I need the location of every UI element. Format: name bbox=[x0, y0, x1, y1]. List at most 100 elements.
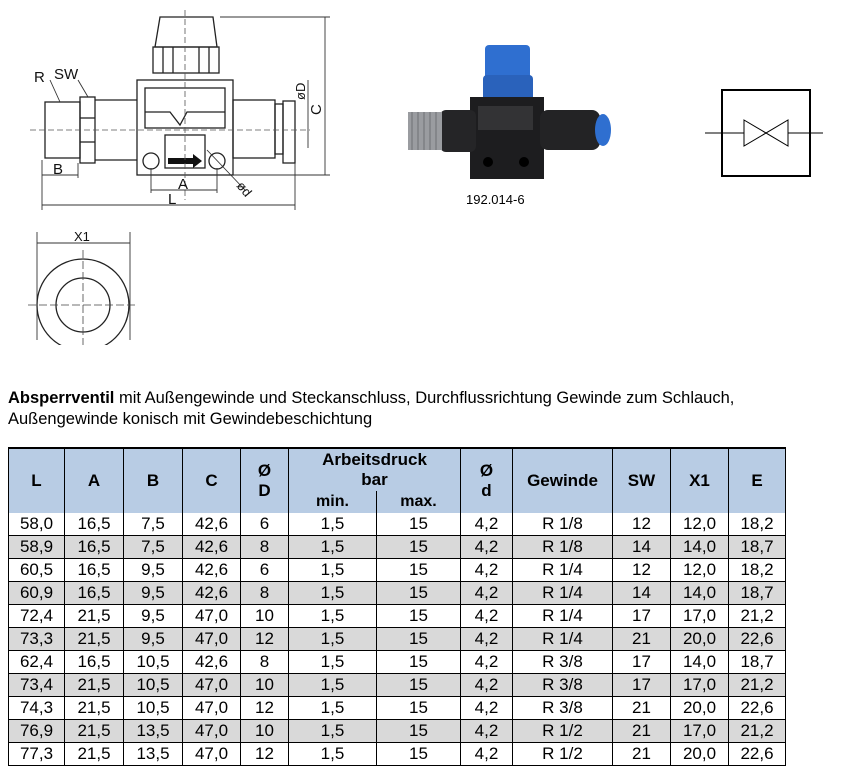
table-cell: 47,0 bbox=[182, 719, 241, 743]
table-cell: 76,9 bbox=[8, 719, 65, 743]
table-cell: R 3/8 bbox=[512, 673, 613, 697]
label-x1: X1 bbox=[74, 229, 90, 244]
label-b: B bbox=[53, 161, 63, 178]
release-collet bbox=[282, 100, 296, 164]
table-cell: 42,6 bbox=[182, 513, 241, 536]
table-cell: 15 bbox=[376, 742, 461, 766]
table-cell: 16,5 bbox=[64, 558, 124, 582]
table-cell: 21,5 bbox=[64, 719, 124, 743]
table-cell: 4,2 bbox=[460, 627, 513, 651]
valve-side-view bbox=[44, 16, 296, 176]
table-cell: 12,0 bbox=[670, 558, 729, 582]
table-cell: R 1/4 bbox=[512, 604, 613, 628]
table-cell: 21,2 bbox=[728, 719, 786, 743]
table-cell: 18,2 bbox=[728, 513, 786, 536]
table-cell: 21,5 bbox=[64, 604, 124, 628]
table-cell: 58,9 bbox=[8, 535, 65, 559]
table-cell: 13,5 bbox=[123, 719, 183, 743]
table-cell: 9,5 bbox=[123, 581, 183, 605]
table-cell: 4,2 bbox=[460, 673, 513, 697]
table-cell: 15 bbox=[376, 650, 461, 674]
table-cell: 21,2 bbox=[728, 673, 786, 697]
table-cell: R 1/4 bbox=[512, 627, 613, 651]
table-cell: 47,0 bbox=[182, 604, 241, 628]
label-od-outer: øD bbox=[293, 83, 308, 100]
table-cell: 12 bbox=[240, 696, 289, 720]
table-cell: 15 bbox=[376, 581, 461, 605]
table-cell: 21,5 bbox=[64, 742, 124, 766]
table-cell: 21 bbox=[612, 696, 671, 720]
table-cell: 15 bbox=[376, 719, 461, 743]
table-cell: R 1/2 bbox=[512, 719, 613, 743]
table-cell: 15 bbox=[376, 604, 461, 628]
table-cell: 20,0 bbox=[670, 742, 729, 766]
table-cell: R 1/4 bbox=[512, 581, 613, 605]
product-name: Absperrventil bbox=[8, 389, 115, 407]
table-cell: 4,2 bbox=[460, 650, 513, 674]
table-cell: 12 bbox=[240, 742, 289, 766]
header-l: L bbox=[8, 447, 65, 513]
table-cell: 10 bbox=[240, 604, 289, 628]
table-cell: 17,0 bbox=[670, 604, 729, 628]
table-cell: 42,6 bbox=[182, 558, 241, 582]
table-cell: 73,4 bbox=[8, 673, 65, 697]
table-cell: 73,3 bbox=[8, 627, 65, 651]
dimension-lines bbox=[36, 16, 330, 340]
table-cell: 16,5 bbox=[64, 581, 124, 605]
table-cell: 18,7 bbox=[728, 535, 786, 559]
table-cell: 9,5 bbox=[123, 627, 183, 651]
table-cell: 8 bbox=[240, 581, 289, 605]
table-cell: 60,9 bbox=[8, 581, 65, 605]
table-cell: 4,2 bbox=[460, 742, 513, 766]
table-cell: 1,5 bbox=[288, 742, 377, 766]
table-cell: 4,2 bbox=[460, 513, 513, 536]
table-cell: 4,2 bbox=[460, 696, 513, 720]
header-sw: SW bbox=[612, 447, 671, 513]
table-cell: 16,5 bbox=[64, 535, 124, 559]
technical-drawing: R SW B A L C øD ød X1 bbox=[28, 10, 330, 345]
table-cell: 12 bbox=[612, 558, 671, 582]
table-cell: 12,0 bbox=[670, 513, 729, 536]
table-cell: 15 bbox=[376, 513, 461, 536]
table-cell: 47,0 bbox=[182, 742, 241, 766]
table-cell: 42,6 bbox=[182, 535, 241, 559]
valve-symbol bbox=[705, 89, 823, 177]
header-e: E bbox=[728, 447, 786, 513]
table-cell: 17,0 bbox=[670, 673, 729, 697]
table-cell: 15 bbox=[376, 696, 461, 720]
table-cell: 77,3 bbox=[8, 742, 65, 766]
table-cell: 15 bbox=[376, 535, 461, 559]
header-max: max. bbox=[376, 491, 461, 513]
metal-thread bbox=[408, 112, 442, 150]
table-cell: R 1/2 bbox=[512, 742, 613, 766]
table-cell: 62,4 bbox=[8, 650, 65, 674]
table-cell: 18,7 bbox=[728, 581, 786, 605]
header-x1: X1 bbox=[670, 447, 729, 513]
table-cell: 10,5 bbox=[123, 650, 183, 674]
table-cell: 21 bbox=[612, 742, 671, 766]
table-cell: 8 bbox=[240, 535, 289, 559]
table-cell: 16,5 bbox=[64, 513, 124, 536]
table-cell: 47,0 bbox=[182, 673, 241, 697]
label-od-hole: ød bbox=[234, 178, 255, 199]
description-line-1: mit Außengewinde und Steckanschluss, Dur… bbox=[114, 389, 735, 407]
table-cell: 4,2 bbox=[460, 719, 513, 743]
table-cell: 1,5 bbox=[288, 581, 377, 605]
label-r: R bbox=[34, 69, 45, 86]
header-b: B bbox=[123, 447, 183, 513]
table-cell: 6 bbox=[240, 513, 289, 536]
table-cell: 18,7 bbox=[728, 650, 786, 674]
table-cell: 4,2 bbox=[460, 581, 513, 605]
table-cell: R 3/8 bbox=[512, 696, 613, 720]
table-cell: 1,5 bbox=[288, 604, 377, 628]
table-cell: 17,0 bbox=[670, 719, 729, 743]
article-number: 192.014-6 bbox=[466, 192, 525, 207]
table-cell: 1,5 bbox=[288, 673, 377, 697]
label-l: L bbox=[168, 191, 176, 208]
table-cell: 1,5 bbox=[288, 558, 377, 582]
